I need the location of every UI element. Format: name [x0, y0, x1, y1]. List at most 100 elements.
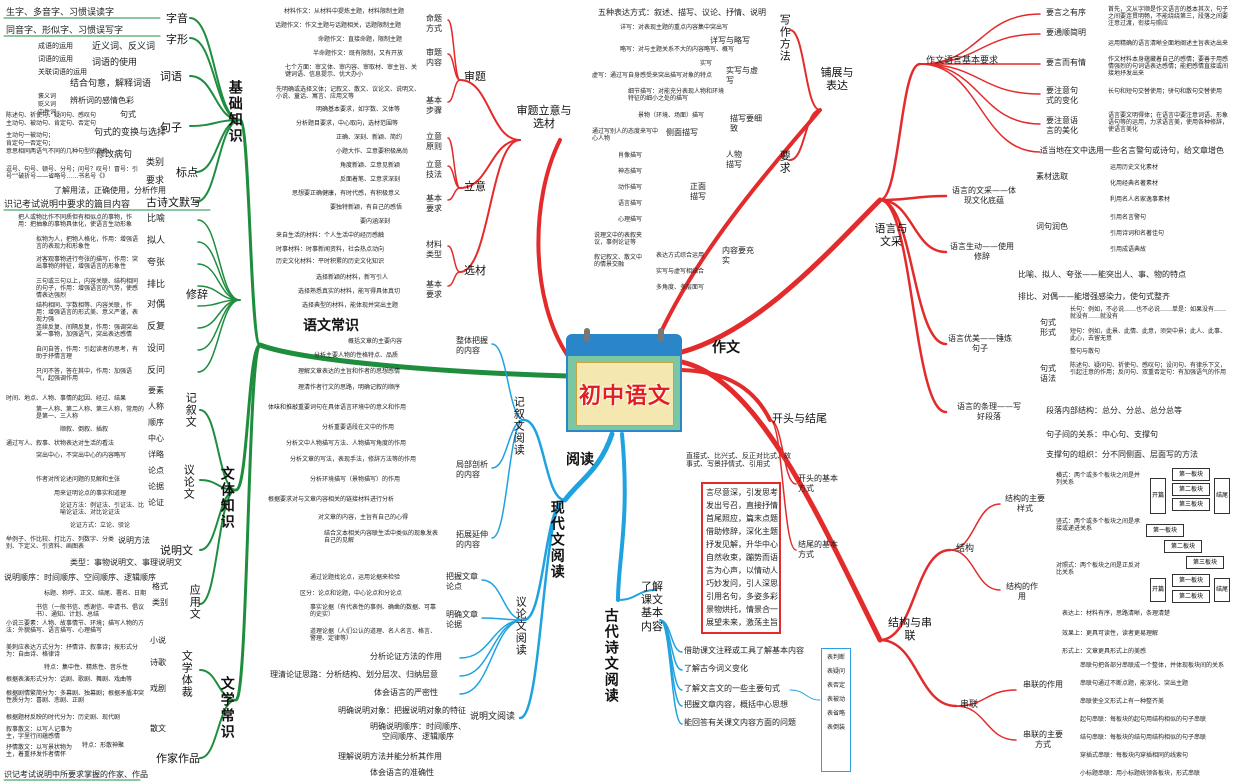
trunk-pushan — [658, 108, 822, 336]
gudai-jushi: 了解文言文的一些主要句式 — [684, 684, 780, 693]
sub-xiuci — [197, 299, 241, 373]
node-pushan-yaoqiu: 要求 — [778, 150, 792, 174]
yilun-lunzheng-zuoyong: 分析论证方法的作用 — [370, 652, 442, 661]
node-jiegou: 结构 — [956, 544, 975, 554]
poem-line: 巧妙发问，引人深思 — [706, 579, 778, 588]
zuoyong-xingshi: 形式上：文章更具形式上的美感 — [1062, 648, 1147, 655]
node-chuanlian: 串联 — [960, 700, 979, 710]
leaf-yuqi: 意思相同两语气不同的几种句型的变换 — [6, 148, 109, 155]
shuoming-shunxu-read: 明确说明顺序：时间顺序、空间顺序、逻辑顺序 — [370, 722, 466, 741]
runse-mingyan: 引用名言警句 — [1110, 214, 1147, 221]
youqing-desc: 作文材料本身蕴藏着自己的感情；要善于用感情强烈的句词语表达感情；能把感情直接或间… — [1108, 56, 1229, 78]
shixie-xuxie: 实写与虚写 — [726, 66, 758, 85]
node-jichu-zhishi: 基础知识 — [226, 80, 243, 144]
liyi-desc-5: 思想要正确健康，有时代感，有积极意义 — [292, 190, 401, 197]
sub-yuyan-jiben — [919, 63, 1041, 125]
duizhao-desc: 对照式：两个板块之间是正反对比关系 — [1056, 562, 1141, 577]
jixu-read-desc-9: 分析环境描写（景物描写）的作用 — [310, 476, 401, 483]
box-jiewei-c: 结尾 — [1214, 578, 1230, 602]
duanluo-jiegou: 段落内部结构：总分、分总、总分总等 — [1046, 406, 1182, 415]
xiuci-biyu-desc: 把人或物比作不同质但有相似点的事物，作用：把抽象的事物具体化，使语言生动形象 — [18, 214, 133, 229]
shuoming-leixing: 类型：事物说明文、事理说明文 — [70, 558, 182, 567]
calendar-ring-icon — [658, 328, 664, 342]
center-calendar-card: 初中语文 — [566, 328, 682, 434]
leaf-zixing: 同音字、形似字、习惯误写字 — [6, 26, 124, 36]
gudai-zhushi: 借助课文注释或工具了解基本内容 — [684, 646, 804, 655]
xuancai-desc-2: 时事材料：时事新闻资料，社会热点动向 — [276, 246, 385, 253]
poem-line: 景物烘托，情景合一 — [706, 605, 778, 614]
yilun-fangshi-desc: 论证方式：立论、驳论 — [70, 522, 131, 529]
jiegou-yangshi: 结构的主要样式 — [1005, 494, 1045, 513]
zuoyong-xiaoguo: 效果上：更具可读性，读者更易理解 — [1062, 630, 1159, 637]
pushan-desc-8: 肖像描写 — [618, 152, 643, 159]
tongshun-desc: 运用精确的语言清晰全面地阐述主旨表达出来 — [1108, 40, 1229, 47]
liyi-desc-7: 要内涵深刻 — [360, 218, 391, 225]
shuoming-shunxu: 说明顺序：时间顺序、空间顺序、逻辑顺序 — [4, 573, 156, 582]
sub-yuyan — [878, 62, 922, 202]
leaf-guanlian: 关联词语的运用 — [38, 68, 87, 76]
branch-green — [234, 343, 262, 702]
sucai-lishi: 运用历史文化素材 — [1110, 164, 1159, 171]
shenti-buzhou: 基本步骤 — [426, 96, 442, 115]
jixu-shunxu-desc: 顺叙、倒叙、插叙 — [60, 426, 109, 433]
xiuci-kuazhang-desc: 对客观事物进行夸张的描写，作用：突出事物的特征，增强语言的形象性 — [36, 256, 139, 271]
node-yingyongwen: 应用文 — [188, 584, 202, 620]
node-yilun-yuedu: 议论文阅读 — [514, 596, 528, 656]
jixu-tuozhan: 拓展延伸的内容 — [456, 530, 488, 549]
yao-youqing: 要言而有情 — [1046, 58, 1086, 67]
xiuci-shewen-desc: 自问自答，作用：引起读者的思考，有助于抒情言理 — [36, 346, 139, 361]
sub-jiegou2 — [949, 549, 1001, 591]
ciju-runse: 词句润色 — [1036, 222, 1068, 231]
chuanlian-fangshi: 串联的主要方式 — [1023, 730, 1063, 749]
chuanlian-zuoyong: 串联的作用 — [1023, 680, 1063, 689]
pushan-desc-3: 实写 — [700, 60, 713, 67]
node-zuojia-zuopin: 作家作品 — [156, 752, 200, 765]
xiju-biaoyan: 根据表演形式分为：话剧、歌剧、舞剧、戏曲等 — [6, 676, 133, 683]
yilun-bawo-lundian: 把握文章论点 — [446, 572, 478, 591]
xiuci-niren-desc: 拟物为人，把物人格化，作用：增强语言的表现力和形象性 — [36, 236, 139, 251]
xiuci-fanfu: 反复 — [147, 322, 166, 332]
gudai-ciyi: 了解古今词义变化 — [684, 664, 748, 673]
jiegou-zuoyong: 结构的作用 — [1006, 582, 1038, 601]
xiju-ticai: 根据题材反映的时代分为：历史剧、现代剧 — [6, 714, 121, 721]
sub-shenti2 — [447, 19, 461, 81]
box-ban-1c: 第一板块 — [1172, 574, 1210, 587]
xiangxie-lvexie: 详写与略写 — [710, 36, 750, 45]
shuoming-yuyan: 体会语言的准确性 — [370, 768, 434, 777]
meihua-desc: 语言要文明得体；在语言中要注意词语、形象语句等的运用，力求语言美，使用各种修辞，… — [1108, 112, 1229, 134]
sub-pushan — [789, 109, 821, 161]
juzi-guanxi: 句子间的关系：中心句、支撑句 — [1046, 430, 1158, 439]
xuancai-leixing: 材料类型 — [426, 240, 442, 259]
pushan-desc-2: 略写：对与主题关系不大的内容略写、概写 — [620, 46, 735, 53]
box-kaipian-c: 开篇 — [1150, 578, 1166, 602]
side-item: 表倒装 — [826, 724, 845, 731]
sub-jiegou — [878, 548, 952, 642]
shenti-desc-5: 七个方面：审文体、审内容、审取材、审主旨、关键词语、信息提示、优大办小 — [285, 64, 418, 79]
xiuci-paibi-desc: 三句或三句以上，内容关联、结构相同的句子，作用：增强语言的气势，使感情表达强烈 — [36, 278, 139, 300]
xuancai-desc-6: 选择典型的材料，能体现并突出主题 — [302, 302, 399, 309]
poem-line: 言尽意深，引发思考 — [706, 488, 778, 497]
xiuci-kuazhang: 夸张 — [147, 258, 166, 268]
sub-wenti — [199, 409, 237, 491]
liyi-yuanze: 立意原则 — [426, 132, 442, 151]
jixu-yaosu-desc: 时间、地点、人物、事情的起因、经过、结果 — [6, 395, 127, 402]
node-xiuci: 修辞 — [186, 288, 208, 301]
shuoming-fangfa: 说明方法 — [118, 536, 150, 545]
node-ciyu: 词语 — [160, 70, 182, 83]
sub-wenxue — [199, 669, 237, 701]
liyi-desc-6: 要独特新颖，有自己的感悟 — [330, 204, 403, 211]
branch-yuedu: 阅读 — [566, 452, 594, 468]
pushan-desc-5: 细节描写：对能充分表现人物和环境特征的细小之处的描写 — [628, 88, 725, 103]
yilun-read-desc-4: 道理论据（人们公认的道理、名人名言、格言、警理、定律等） — [310, 628, 437, 643]
duanju-desc: 短句：例如，此景、此情、此意，须臾中景；此人、此事、此心，去留无意 — [1070, 328, 1227, 343]
yilun-lunzheng: 论证 — [148, 498, 164, 507]
yilun-lunzheng-desc: 论证方法：例证法、引证法、比喻论证法、对比论证法 — [60, 502, 145, 517]
shenti-neirong: 审题内容 — [426, 48, 442, 67]
wenxue-sanwen: 散文 — [150, 724, 166, 733]
chuanlian-desc-2: 串联句通过不断点题，能深化、突出主题 — [1080, 680, 1189, 687]
hengshi-desc: 横式：两个或多个板块之间是并列关系 — [1056, 472, 1141, 487]
xuancai-desc-5: 选择熟悉真实的材料，能写得具体真切 — [298, 288, 401, 295]
zhicheng-zuzhi: 支撑句的组织：分不同侧面、层面写的方法 — [1046, 450, 1198, 459]
runse-shici: 引用诗词和名著佳句 — [1110, 230, 1165, 237]
